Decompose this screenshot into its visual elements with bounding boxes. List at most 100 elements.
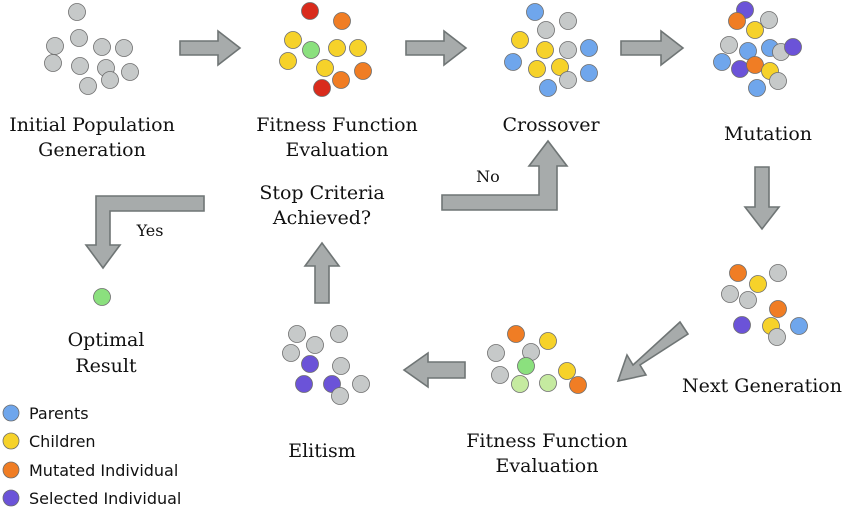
individual-dot-blue [580,39,598,57]
individual-dot-gray [68,3,86,21]
individual-dot-gray [331,387,349,405]
individual-dot-yellow [284,31,302,49]
individual-dot-blue [580,64,598,82]
individual-dot-gray [491,366,509,384]
individual-dot-gray [115,39,133,57]
individual-dot-gray [559,41,577,59]
individual-dot-gray [79,77,97,95]
individual-dot-yellow [551,58,569,76]
individual-dot-yellow [558,362,576,380]
individual-dot-orange [729,264,747,282]
individual-dot-gray [44,54,62,72]
cluster-fitness-evaluation-2 [487,325,587,394]
arrow-crossover-to-mutation [620,29,685,67]
individual-dot-yellow [511,31,529,49]
arrow-stop-to-optimal [84,195,205,270]
individual-dot-gray [288,325,306,343]
individual-dot-gray [559,12,577,30]
cluster-mutation [713,1,802,97]
edge-label-no: No [476,167,500,186]
individual-dot-yellow [746,21,764,39]
individual-dot-green [93,288,111,306]
label-optimal-line2: Result [75,355,137,377]
individual-dot-light_green [511,375,529,393]
arrow-stop-to-crossover [441,139,569,211]
individual-dot-blue [504,53,522,71]
label-fitness1-line2: Evaluation [286,139,389,161]
individual-dot-green [302,41,320,59]
individual-dot-orange [728,12,746,30]
individual-dot-gray [739,291,757,309]
individual-dot-orange [333,12,351,30]
individual-dot-blue [739,42,757,60]
individual-dot-gray [121,63,139,81]
individual-dot-gray [282,344,300,362]
individual-dot-blue [526,3,544,21]
individual-dot-blue [748,79,766,97]
individual-dot-gray [46,37,64,55]
individual-dot-gray [70,29,88,47]
individual-dot-purple [301,355,319,373]
individual-dot-purple [295,375,313,393]
individual-dot-blue [539,79,557,97]
individual-dot-orange [746,56,764,74]
individual-dot-yellow [316,59,334,77]
legend-label: Children [29,432,96,451]
label-next-generation: Next Generation [682,375,842,397]
individual-dot-yellow [328,39,346,57]
individual-dot-light_green [539,374,557,392]
label-fitness2-line2: Evaluation [496,455,599,477]
cluster-fitness-evaluation-1 [279,2,372,97]
individual-dot-gray [721,285,739,303]
individual-dot-yellow [749,275,767,293]
legend-swatch-purple [2,489,20,507]
individual-dot-orange [569,376,587,394]
label-initial-line2: Generation [38,139,146,161]
legend-swatch-orange [2,461,20,479]
label-fitness1-line1: Fitness Function [256,114,418,136]
label-mutation: Mutation [724,123,812,145]
legend-label: Parents [29,404,89,423]
label-optimal-line1: Optimal [68,329,145,351]
label-stop-line2: Achieved? [272,207,371,229]
individual-dot-gray [487,344,505,362]
individual-dot-gray [559,71,577,89]
individual-dot-blue [713,53,731,71]
individual-dot-gray [769,72,787,90]
legend-label: Mutated Individual [29,461,178,480]
cluster-elitism [282,325,370,405]
individual-dot-orange [507,325,525,343]
individual-dot-gray [306,336,324,354]
cluster-optimal-result [93,288,111,306]
arrow-next-generation-to-fitness [616,320,690,383]
arrow-mutation-to-next-generation [743,166,781,231]
individual-dot-yellow [349,39,367,57]
arrow-fitness-to-crossover [405,29,468,67]
individual-dot-gray [101,71,119,89]
legend-swatch-yellow [2,432,20,450]
arrow-elitism-to-stop [303,241,341,304]
arrow-fitness-to-elitism [402,351,466,389]
cluster-crossover [504,3,598,97]
individual-dot-gray [332,357,350,375]
individual-dot-orange [354,62,372,80]
arrows [84,29,781,389]
individual-dot-gray [93,38,111,56]
individual-dot-orange [332,71,350,89]
individual-dot-gray [352,375,370,393]
label-initial-line1: Initial Population [9,114,175,136]
individual-dot-yellow [539,332,557,350]
individual-dot-gray [769,264,787,282]
individual-dot-gray [537,21,555,39]
legend-label: Selected Individual [29,489,181,508]
edge-label-yes: Yes [136,221,164,240]
individual-dot-yellow [536,41,554,59]
individual-dot-gray [768,328,786,346]
individual-dot-gray [330,325,348,343]
individual-dot-gray [71,57,89,75]
individual-dot-red [313,79,331,97]
individual-dot-purple [784,38,802,56]
legend-swatch-blue [2,404,20,422]
